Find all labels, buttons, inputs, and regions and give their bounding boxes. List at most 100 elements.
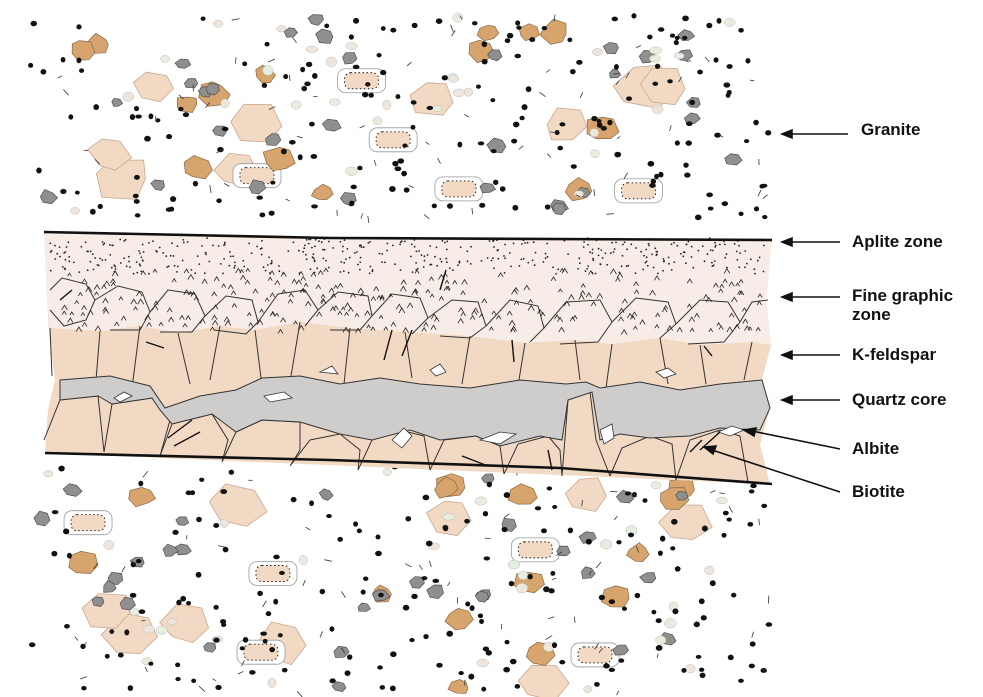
biotite-dot bbox=[723, 82, 730, 87]
rimmed-grain-core bbox=[518, 542, 552, 558]
aplite-speck bbox=[187, 241, 189, 243]
aplite-speck bbox=[646, 256, 648, 258]
biotite-dot bbox=[403, 605, 409, 611]
gray-crystal bbox=[176, 517, 189, 526]
aplite-speck bbox=[345, 258, 347, 260]
aplite-speck bbox=[685, 262, 687, 264]
aplite-speck bbox=[684, 252, 686, 254]
mineral-dash bbox=[268, 59, 275, 62]
biotite-dot bbox=[766, 622, 773, 626]
aplite-speck bbox=[481, 260, 483, 262]
aplite-speck bbox=[316, 267, 318, 269]
mineral-dash bbox=[232, 19, 240, 21]
aplite-speck bbox=[148, 273, 150, 275]
biotite-dot bbox=[196, 517, 202, 522]
aplite-speck bbox=[233, 267, 235, 269]
biotite-dot bbox=[392, 161, 398, 167]
aplite-speck bbox=[400, 241, 402, 243]
biotite-dot bbox=[614, 64, 619, 70]
biotite-dot bbox=[58, 466, 64, 472]
aplite-speck bbox=[626, 265, 628, 267]
biotite-dot bbox=[747, 522, 753, 527]
gray-crystal bbox=[40, 189, 57, 203]
biotite-dot bbox=[426, 541, 433, 547]
aplite-speck bbox=[347, 248, 349, 250]
fine-graphic-zone-arrow bbox=[782, 293, 840, 301]
small-grain bbox=[518, 571, 528, 580]
mineral-dash bbox=[624, 173, 628, 179]
aplite-speck bbox=[304, 245, 306, 247]
small-grain bbox=[329, 99, 340, 105]
biotite-dot bbox=[717, 18, 722, 24]
aplite-speck bbox=[621, 265, 623, 267]
aplite-speck bbox=[54, 245, 56, 247]
aplite-speck bbox=[736, 251, 738, 253]
mineral-dash bbox=[636, 46, 641, 48]
aplite-speck bbox=[744, 250, 746, 252]
aplite-speck bbox=[410, 256, 412, 258]
biotite-dot bbox=[744, 139, 749, 143]
biotite-dot bbox=[75, 191, 80, 195]
aplite-speck bbox=[265, 270, 267, 272]
biotite-dot bbox=[60, 189, 66, 194]
biotite-dot bbox=[283, 74, 288, 79]
feldspar-grain bbox=[518, 665, 569, 697]
small-grain bbox=[516, 583, 527, 593]
biotite-dot bbox=[353, 18, 359, 24]
aplite-speck bbox=[384, 261, 386, 263]
biotite-dot bbox=[513, 122, 519, 128]
biotite-dot bbox=[175, 663, 180, 668]
aplite-speck bbox=[229, 265, 231, 267]
biotite-dot bbox=[472, 21, 478, 25]
aplite-speck bbox=[605, 252, 607, 254]
biotite-dot bbox=[282, 668, 288, 673]
aplite-speck bbox=[439, 258, 441, 260]
biotite-dot bbox=[726, 518, 731, 522]
mineral-dash bbox=[297, 136, 303, 137]
aplite-speck bbox=[613, 251, 615, 253]
aplite-speck bbox=[340, 241, 342, 243]
label-quartz-core: Quartz core bbox=[852, 390, 946, 409]
biotite-dot bbox=[67, 553, 72, 559]
biotite-dot bbox=[491, 149, 497, 153]
aplite-speck bbox=[139, 253, 141, 255]
biotite-dot bbox=[376, 535, 381, 540]
biotite-dot bbox=[599, 595, 605, 600]
aplite-speck bbox=[268, 257, 270, 259]
mineral-dash bbox=[80, 677, 87, 679]
biotite-dot bbox=[281, 149, 287, 155]
aplite-speck bbox=[142, 244, 144, 246]
aplite-speck bbox=[434, 256, 436, 258]
biotite-dot bbox=[721, 533, 726, 538]
aplite-speck bbox=[234, 262, 236, 264]
aplite-speck bbox=[322, 258, 324, 260]
biotite-dot bbox=[660, 536, 665, 542]
gray-crystal bbox=[487, 138, 506, 153]
aplite-speck bbox=[493, 267, 495, 269]
aplite-speck bbox=[411, 243, 413, 245]
mineral-dash bbox=[768, 596, 769, 604]
biotite-dot bbox=[490, 98, 495, 102]
aplite-speck bbox=[232, 255, 234, 257]
small-grain bbox=[443, 514, 455, 521]
mineral-dash bbox=[409, 186, 414, 188]
aplite-speck bbox=[354, 252, 356, 254]
mineral-dash bbox=[75, 637, 78, 641]
aplite-speck bbox=[651, 253, 653, 255]
small-grain bbox=[277, 26, 286, 32]
aplite-speck bbox=[423, 266, 425, 268]
biotite-dot bbox=[298, 154, 303, 160]
gray-crystal bbox=[163, 544, 178, 556]
aplite-speck bbox=[449, 267, 451, 269]
biotite-dot bbox=[706, 192, 713, 197]
small-grain bbox=[724, 18, 735, 26]
aplite-speck bbox=[662, 270, 664, 272]
biotite-dot bbox=[395, 166, 402, 171]
aplite-speck bbox=[321, 241, 323, 243]
biotite-dot bbox=[361, 589, 366, 594]
mineral-dash bbox=[238, 672, 243, 674]
aplite-speck bbox=[504, 272, 506, 274]
aplite-speck bbox=[635, 272, 637, 274]
aplite-speck bbox=[208, 261, 210, 263]
biotite-dot bbox=[515, 54, 521, 59]
